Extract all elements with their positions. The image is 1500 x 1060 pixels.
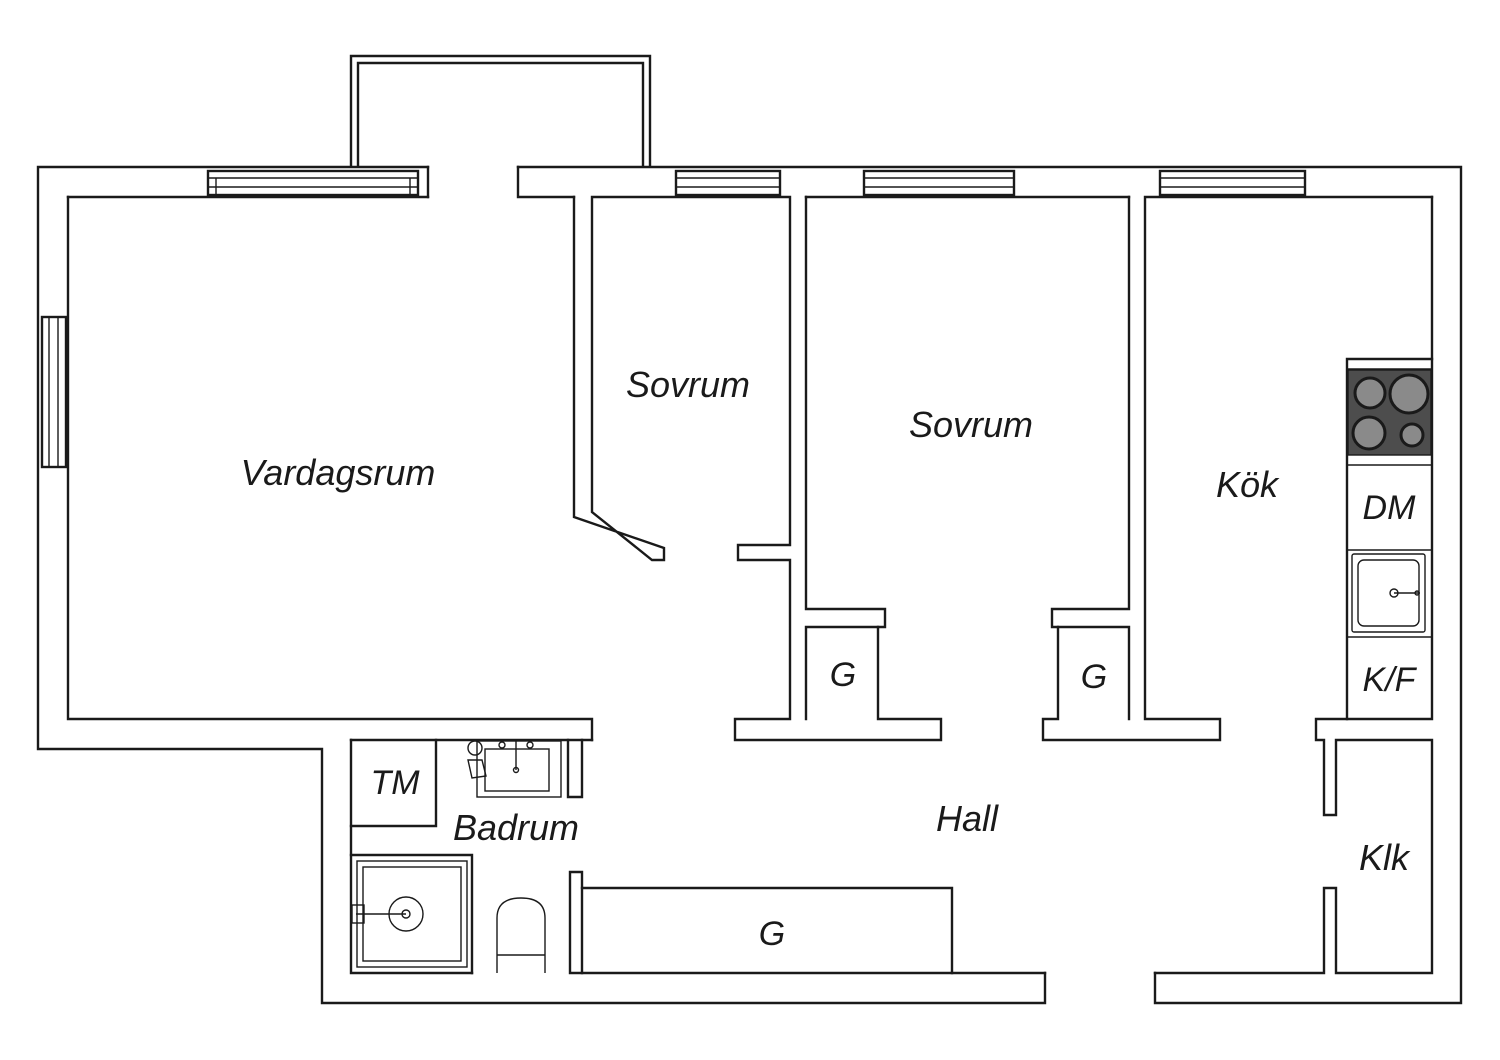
fixture-label-dishwasher: DM — [1363, 489, 1417, 527]
room-label-vardagsrum: Vardagsrum — [241, 452, 436, 493]
kitchen-sink — [1351, 553, 1426, 633]
wardrobe-label-hall: G — [759, 915, 785, 953]
window-sovrum-2 — [862, 169, 1016, 197]
room-label-hall: Hall — [936, 798, 999, 839]
window-vardagsrum-top — [206, 169, 420, 197]
shower — [351, 860, 468, 968]
stove — [1347, 369, 1432, 456]
balcony — [349, 54, 652, 168]
wardrobe-label-sovrum-1: G — [830, 656, 856, 694]
kitchen-counter — [1345, 357, 1434, 721]
bathroom-sink — [467, 740, 562, 798]
room-label-klk: Klk — [1359, 837, 1411, 878]
room-label-badrum: Badrum — [453, 807, 579, 848]
wall-sovrum-1 — [572, 195, 943, 742]
room-label-sovrum-2: Sovrum — [909, 404, 1033, 445]
fixture-label-washing-machine: TM — [370, 764, 420, 802]
bathroom — [349, 738, 594, 975]
fixture-label-fridge-freezer: K/F — [1363, 661, 1418, 699]
toilet — [496, 897, 546, 973]
wardrobe-hall — [568, 870, 954, 975]
room-label-sovrum-1: Sovrum — [626, 364, 750, 405]
window-kok — [1158, 169, 1307, 197]
room-label-kok: Kök — [1216, 464, 1280, 505]
exterior-wall — [36, 165, 1463, 1005]
window-sovrum-1 — [674, 169, 782, 197]
window-vardagsrum-side — [40, 315, 68, 469]
wardrobe-label-sovrum-2: G — [1081, 658, 1107, 696]
wall-sovrum-2 — [804, 195, 1434, 742]
